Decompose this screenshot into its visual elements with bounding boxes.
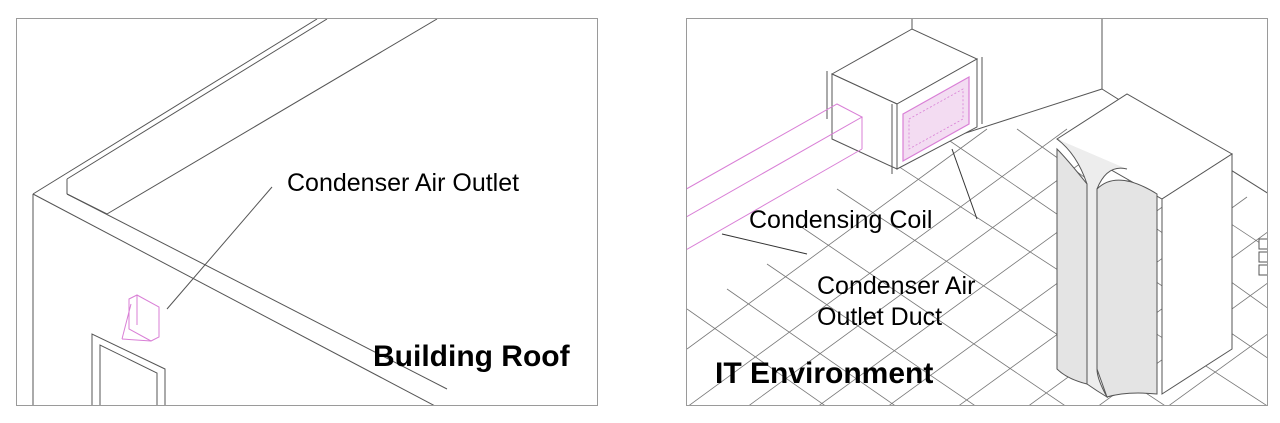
it-environment-title: IT Environment xyxy=(715,357,934,390)
roof-parapet-top xyxy=(66,193,448,390)
condenser-air-outlet-label: Condenser Air Outlet xyxy=(287,169,520,197)
roof-parapet-front xyxy=(32,193,435,405)
it-rack-cabinet xyxy=(1056,93,1233,399)
wall-outlet-icon xyxy=(1258,238,1267,276)
roof-edge-outer xyxy=(32,19,318,195)
it-environment-panel: Condensing Coil Condenser Air Outlet Duc… xyxy=(686,18,1268,406)
outlet-duct-label-line2: Outlet Duct xyxy=(817,303,943,331)
condenser-air-outlet-duct xyxy=(687,103,864,250)
condenser-air-outlet-hood xyxy=(121,294,160,342)
callout-leaders xyxy=(721,148,978,255)
it-environment-drawing xyxy=(687,19,1267,405)
outlet-duct-label-line1: Condenser Air xyxy=(817,272,976,300)
door-frame-inner xyxy=(99,344,158,405)
outlet-leader-line xyxy=(166,186,273,310)
building-roof-drawing xyxy=(32,19,448,405)
building-roof-panel: Condenser Air Outlet Building Roof xyxy=(16,18,598,406)
roof-parapet-back xyxy=(106,19,438,215)
condensing-coil xyxy=(902,75,970,163)
door-frame-outer xyxy=(91,333,166,405)
roof-inner-corner xyxy=(66,193,108,215)
condensing-coil-label: Condensing Coil xyxy=(749,206,933,234)
roof-edge-inner xyxy=(66,19,328,180)
building-roof-title: Building Roof xyxy=(373,340,570,373)
